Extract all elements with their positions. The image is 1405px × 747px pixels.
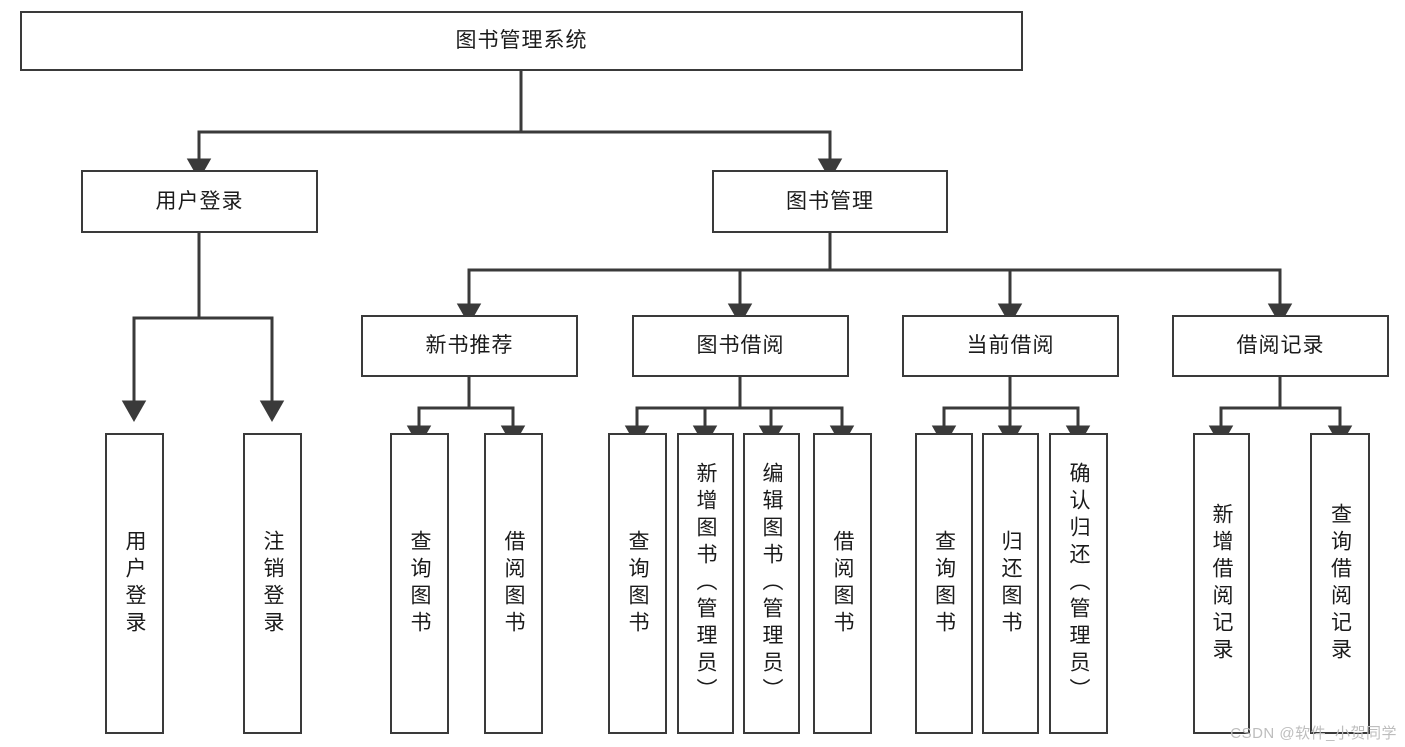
node-leaf-edit-book[interactable]: 编辑图书（管理员） [743,433,800,734]
node-leaf-user-logout[interactable]: 注销登录 [243,433,302,734]
node-leaf-query-book-1-label: 查询图书 [408,529,431,638]
node-borrow-record-label: 借阅记录 [1236,334,1325,358]
node-leaf-confirm-return[interactable]: 确认归还（管理员） [1049,433,1108,734]
node-leaf-borrow-book-2[interactable]: 借阅图书 [813,433,872,734]
node-leaf-query-book-1[interactable]: 查询图书 [390,433,449,734]
node-leaf-return-book-label: 归还图书 [999,529,1022,638]
node-leaf-add-book-label: 新增图书（管理员） [694,462,717,705]
node-leaf-borrow-book-1-label: 借阅图书 [502,529,525,638]
node-user-login[interactable]: 用户登录 [81,170,318,233]
node-leaf-add-record-label: 新增借阅记录 [1210,502,1233,665]
node-leaf-return-book[interactable]: 归还图书 [982,433,1039,734]
node-book-management[interactable]: 图书管理 [712,170,948,233]
node-book-borrow[interactable]: 图书借阅 [632,315,849,377]
node-leaf-query-book-3-label: 查询图书 [932,529,956,638]
node-leaf-borrow-book-1[interactable]: 借阅图书 [484,433,543,734]
node-current-borrow-label: 当前借阅 [966,334,1055,358]
node-leaf-borrow-book-2-label: 借阅图书 [831,529,854,638]
node-new-book-recommend[interactable]: 新书推荐 [361,315,578,377]
node-leaf-query-record-label: 查询借阅记录 [1328,502,1352,665]
node-leaf-user-login-label: 用户登录 [123,529,146,638]
watermark: CSDN @软件_小贺同学 [1230,725,1397,742]
node-leaf-confirm-return-label: 确认归还（管理员） [1067,462,1090,705]
node-leaf-query-book-3[interactable]: 查询图书 [915,433,973,734]
node-leaf-query-book-2[interactable]: 查询图书 [608,433,667,734]
node-leaf-query-record[interactable]: 查询借阅记录 [1310,433,1370,734]
node-leaf-user-logout-label: 注销登录 [261,529,284,638]
node-current-borrow[interactable]: 当前借阅 [902,315,1119,377]
node-book-management-label: 图书管理 [786,189,874,213]
node-leaf-edit-book-label: 编辑图书（管理员） [760,462,783,705]
node-leaf-query-book-2-label: 查询图书 [626,529,649,638]
node-leaf-add-record[interactable]: 新增借阅记录 [1193,433,1250,734]
node-borrow-record[interactable]: 借阅记录 [1172,315,1389,377]
node-new-book-recommend-label: 新书推荐 [425,334,514,358]
node-book-borrow-label: 图书借阅 [696,334,785,358]
node-root-label: 图书管理系统 [455,29,588,53]
node-user-login-label: 用户登录 [155,189,244,213]
node-leaf-user-login[interactable]: 用户登录 [105,433,164,734]
node-root[interactable]: 图书管理系统 [20,11,1023,71]
node-leaf-add-book[interactable]: 新增图书（管理员） [677,433,734,734]
